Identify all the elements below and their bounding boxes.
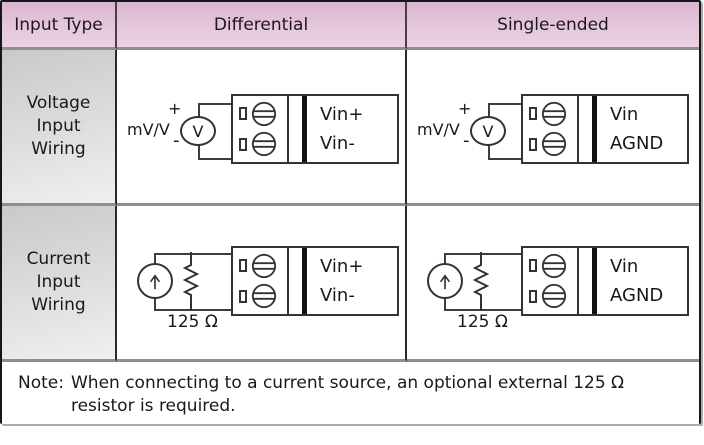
source-label: mV/V: [417, 120, 460, 139]
plus-sign: +: [168, 99, 182, 118]
resistor-icon: [182, 252, 200, 311]
wire: [488, 158, 523, 160]
screw-row: [529, 101, 577, 127]
resistor-value-label: 125 Ω: [167, 312, 218, 332]
terminal-label: AGND: [610, 133, 664, 154]
header-differential-label: Differential: [213, 14, 309, 35]
isolation-bar: [592, 248, 597, 314]
resistor-value-label: 125 Ω: [457, 312, 508, 332]
minus-sign: -: [463, 130, 470, 151]
diagram-current-single-ended: 125 Ω Vin AGND: [407, 206, 699, 362]
screw-row: [239, 253, 287, 279]
screw-row: [239, 131, 287, 157]
terminal-screws: [233, 96, 289, 162]
row-label-line: Current: [26, 249, 91, 269]
row-label-line: Voltage: [26, 93, 91, 113]
source-label: mV/V: [127, 120, 170, 139]
wire: [154, 253, 231, 255]
minus-sign: -: [173, 130, 180, 151]
screw-row: [529, 283, 577, 309]
wire-slot-icon: [529, 289, 537, 303]
note-row: Note: When connecting to a current sourc…: [2, 362, 699, 424]
terminal-gap: [579, 96, 592, 162]
header-cell-differential: Differential: [117, 2, 407, 50]
screw-row: [529, 131, 577, 157]
row-label-current-input-wiring: Current Input Wiring: [2, 206, 117, 362]
screw-terminal-icon: [251, 253, 277, 278]
wire: [198, 158, 233, 160]
terminal-label: Vin-: [320, 285, 355, 306]
note-line: When connecting to a current source, an …: [70, 373, 625, 393]
screw-terminal-icon: [251, 132, 277, 157]
screw-terminal-icon: [541, 132, 567, 157]
wire-slot-icon: [239, 107, 247, 121]
wire: [444, 309, 521, 311]
current-arrow-icon: [439, 274, 451, 290]
isolation-bar: [592, 96, 597, 162]
current-source-icon: [427, 263, 463, 299]
wire-slot-icon: [529, 137, 537, 151]
terminal-block: Vin+ Vin-: [231, 94, 399, 164]
diagram-voltage-differential: mV/V + - V Vin+ Vin-: [117, 50, 407, 206]
voltage-source-symbol: V: [192, 121, 204, 141]
wire-slot-icon: [239, 259, 247, 273]
terminal-label: AGND: [610, 285, 664, 306]
row-label-line: Input: [36, 116, 81, 136]
wire: [488, 103, 523, 105]
voltage-source-icon: V: [180, 116, 216, 146]
wire-slot-icon: [239, 289, 247, 303]
wire-slot-icon: [529, 107, 537, 121]
wire: [154, 309, 231, 311]
wire: [444, 253, 521, 255]
header-cell-single-ended: Single-ended: [407, 2, 699, 50]
terminal-screws: [233, 248, 289, 314]
diagram-voltage-single-ended: mV/V + - V Vin AGND: [407, 50, 699, 206]
voltage-source-icon: V: [470, 116, 506, 146]
screw-row: [529, 253, 577, 279]
terminal-block: Vin AGND: [521, 94, 689, 164]
row-label-line: Wiring: [31, 295, 86, 315]
terminal-gap: [579, 248, 592, 314]
wiring-table: Input Type Differential Single-ended Vol…: [0, 0, 701, 424]
terminal-screws: [523, 248, 579, 314]
note-label: Note:: [18, 373, 64, 393]
screw-terminal-icon: [251, 101, 277, 126]
screw-row: [239, 101, 287, 127]
screw-terminal-icon: [541, 101, 567, 126]
terminal-block: Vin+ Vin-: [231, 246, 399, 316]
terminal-screws: [523, 96, 579, 162]
wire: [198, 103, 233, 105]
terminal-label: Vin+: [320, 256, 364, 277]
terminal-label: Vin: [610, 256, 639, 277]
plus-sign: +: [458, 99, 472, 118]
note-text: When connecting to a current source, an …: [71, 372, 624, 418]
current-arrow-icon: [149, 274, 161, 290]
wire-slot-icon: [239, 137, 247, 151]
screw-terminal-icon: [541, 284, 567, 309]
diagram-current-differential: 125 Ω Vin+ Vin-: [117, 206, 407, 362]
isolation-bar: [302, 248, 307, 314]
isolation-bar: [302, 96, 307, 162]
header-single-ended-label: Single-ended: [497, 14, 609, 35]
screw-terminal-icon: [251, 284, 277, 309]
terminal-gap: [289, 96, 302, 162]
resistor-icon: [472, 252, 490, 311]
terminal-gap: [289, 248, 302, 314]
current-source-icon: [137, 263, 173, 299]
voltage-source-symbol: V: [482, 121, 494, 141]
screw-row: [239, 283, 287, 309]
terminal-label: Vin: [610, 104, 639, 125]
screw-terminal-icon: [541, 253, 567, 278]
note-line: resistor is required.: [70, 396, 236, 416]
header-input-type-label: Input Type: [14, 14, 103, 35]
header-cell-input-type: Input Type: [2, 2, 117, 50]
row-label-line: Wiring: [31, 139, 86, 159]
terminal-label: Vin+: [320, 104, 364, 125]
terminal-label: Vin-: [320, 133, 355, 154]
row-label-voltage-input-wiring: Voltage Input Wiring: [2, 50, 117, 206]
row-label-line: Input: [36, 272, 81, 292]
wire-slot-icon: [529, 259, 537, 273]
terminal-block: Vin AGND: [521, 246, 689, 316]
